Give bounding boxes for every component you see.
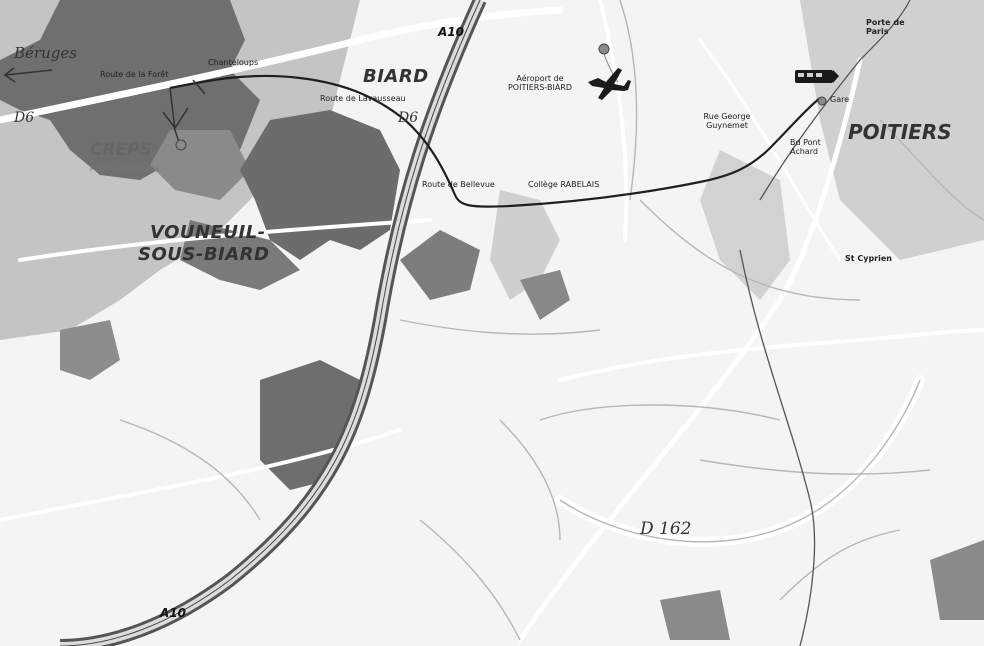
arrow-left-icon xyxy=(3,67,53,83)
label-vouneuil-line1: VOUNEUIL- xyxy=(150,222,266,243)
label-rue-george-line2: Guynemet xyxy=(706,121,748,130)
label-bd-pont-line2: Achard xyxy=(790,147,818,156)
label-d162: D 162 xyxy=(640,519,692,539)
location-dot-icon xyxy=(817,96,827,106)
label-biard: BIARD xyxy=(363,66,429,87)
urban-area-light xyxy=(490,190,560,300)
label-airport-line2: POITIERS-BIARD xyxy=(507,83,573,92)
label-bd-pont-achard: Bd Pont Achard xyxy=(790,138,821,156)
route-line xyxy=(169,74,821,208)
urban-area-dark xyxy=(660,590,730,640)
label-a10-bottom: A10 xyxy=(160,606,186,620)
label-airport: Aéroport de POITIERS-BIARD xyxy=(495,74,585,92)
train-icon xyxy=(795,70,839,83)
route-branch xyxy=(162,107,189,130)
urban-area-dark xyxy=(400,230,480,300)
label-rue-george-line1: Rue George xyxy=(703,112,751,121)
label-rue-george: Rue George Guynemet xyxy=(692,112,762,130)
label-route-bellevue: Route de Bellevue xyxy=(422,180,495,189)
location-dot-icon xyxy=(598,43,610,55)
label-creps-sub: Poitou-Charentes xyxy=(90,164,159,173)
label-gare: Gare xyxy=(830,95,850,104)
location-dot-icon xyxy=(175,139,187,151)
urban-area-light xyxy=(800,0,984,260)
label-route-foret: Route de la Forêt xyxy=(100,70,169,79)
label-porte-line1: Porte de xyxy=(866,18,905,27)
label-d6-mid: D6 xyxy=(398,110,419,126)
urban-area-dark xyxy=(240,110,400,260)
urban-area-dark xyxy=(150,130,250,200)
airplane-icon xyxy=(588,68,631,100)
railway xyxy=(739,249,816,646)
label-porte-line2: Paris xyxy=(866,27,889,36)
label-bd-pont-line1: Bd Pont xyxy=(790,138,821,147)
label-a10-top: A10 xyxy=(438,25,464,39)
label-creps: CREPS xyxy=(90,140,152,160)
label-chanteloups: Chanteloups xyxy=(208,58,259,67)
label-beruges: Béruges xyxy=(14,44,77,62)
label-st-cyprien: St Cyprien xyxy=(845,254,892,263)
route-tick xyxy=(192,79,206,95)
label-college-rabelais: Collège RABELAIS xyxy=(528,180,600,189)
route-branch xyxy=(169,87,181,146)
label-airport-line1: Aéroport de xyxy=(516,74,564,83)
urban-area-dark xyxy=(520,270,570,320)
urban-area-dark xyxy=(60,320,120,380)
railway xyxy=(759,0,911,201)
label-d6-west: D6 xyxy=(14,110,35,126)
label-route-lavausseau: Route de Lavausseau xyxy=(320,94,406,103)
label-poitiers: POITIERS xyxy=(848,120,952,144)
label-vouneuil-line2: SOUS-BIARD xyxy=(138,244,270,265)
label-porte-de-paris: Porte de Paris xyxy=(866,18,905,36)
urban-area-dark xyxy=(930,540,984,620)
